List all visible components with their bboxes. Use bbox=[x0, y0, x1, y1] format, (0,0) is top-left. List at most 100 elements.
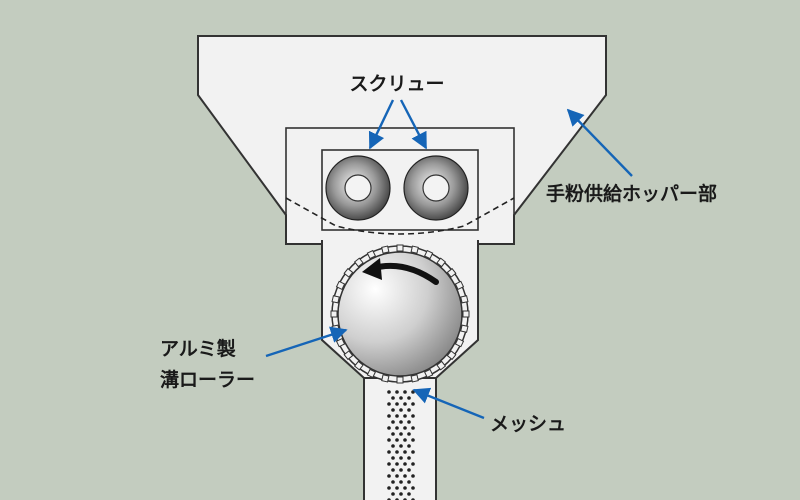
mesh-dot bbox=[399, 396, 403, 400]
roller-tooth bbox=[446, 267, 457, 278]
mesh-dot bbox=[399, 408, 403, 412]
mesh-dot bbox=[395, 450, 399, 454]
mesh-dot bbox=[407, 444, 411, 448]
mesh-dot bbox=[403, 474, 407, 478]
mesh-label: メッシュ bbox=[490, 413, 566, 435]
mesh-dot bbox=[395, 474, 399, 478]
mesh-dot bbox=[407, 432, 411, 436]
hopper-arrow bbox=[566, 108, 633, 177]
mesh-dot bbox=[399, 468, 403, 472]
mesh-dot bbox=[391, 420, 395, 424]
roller-tooth bbox=[331, 324, 340, 333]
mesh-dot bbox=[387, 462, 391, 466]
roller-tooth bbox=[396, 376, 404, 384]
mesh-dot bbox=[403, 450, 407, 454]
roller-tooth bbox=[366, 249, 377, 260]
mesh-dot bbox=[391, 408, 395, 412]
mesh-dot bbox=[395, 402, 399, 406]
mesh-dot bbox=[395, 438, 399, 442]
mesh-dot bbox=[407, 468, 411, 472]
roller-tooth bbox=[460, 295, 469, 304]
roller-tooth bbox=[366, 368, 377, 379]
roller-tooth bbox=[381, 374, 390, 383]
roller-tooth bbox=[436, 257, 447, 268]
screw-chamber bbox=[321, 149, 479, 231]
roller-arrow bbox=[265, 326, 348, 358]
mesh-dot bbox=[411, 438, 415, 442]
mesh-dot bbox=[407, 420, 411, 424]
roller-tooth bbox=[423, 249, 434, 260]
mesh-dot bbox=[391, 396, 395, 400]
mesh-dot bbox=[387, 402, 391, 406]
roller-tooth bbox=[410, 374, 419, 383]
mesh-dot bbox=[403, 438, 407, 442]
rotation-arrow bbox=[362, 258, 439, 285]
roller-tooth bbox=[330, 310, 338, 318]
mesh-dot bbox=[395, 462, 399, 466]
roller-tooth bbox=[460, 324, 469, 333]
mesh-dot bbox=[403, 402, 407, 406]
mesh-dot bbox=[391, 468, 395, 472]
mesh-dot bbox=[395, 390, 399, 394]
hopper-label: 手粉供給ホッパー部 bbox=[546, 182, 717, 205]
mesh-arrow bbox=[412, 387, 485, 420]
roller-tooth bbox=[423, 368, 434, 379]
material-boundary bbox=[285, 197, 515, 235]
mesh-dot bbox=[399, 432, 403, 436]
mesh-dot bbox=[411, 414, 415, 418]
roller-tooth bbox=[343, 350, 354, 361]
mesh-dot bbox=[411, 462, 415, 466]
roller-tooth bbox=[454, 337, 465, 348]
roller-tooth bbox=[381, 245, 390, 254]
roller-tooth bbox=[462, 310, 470, 318]
mesh-dot bbox=[399, 456, 403, 460]
mesh-dot bbox=[387, 474, 391, 478]
mesh-dot bbox=[387, 486, 391, 490]
mesh-dot bbox=[387, 450, 391, 454]
mesh-dot bbox=[399, 444, 403, 448]
mesh-dot bbox=[395, 486, 399, 490]
roller-tooth bbox=[335, 280, 346, 291]
roller-tooth bbox=[396, 244, 404, 252]
mesh-dot bbox=[399, 492, 403, 496]
grooved-roller bbox=[330, 244, 470, 384]
mesh-dot bbox=[387, 438, 391, 442]
mesh-dot bbox=[411, 474, 415, 478]
roller-label-line1: アルミ製 bbox=[160, 338, 236, 360]
mesh-dot bbox=[403, 486, 407, 490]
mesh-dot bbox=[407, 408, 411, 412]
roller-tooth bbox=[331, 295, 340, 304]
roller-tooth bbox=[410, 245, 419, 254]
screw-left bbox=[325, 155, 391, 221]
mesh-dot bbox=[407, 396, 411, 400]
mesh-dot bbox=[387, 414, 391, 418]
mesh-dot bbox=[411, 450, 415, 454]
mesh-dot bbox=[403, 390, 407, 394]
mesh-dot bbox=[391, 456, 395, 460]
mesh-dot bbox=[403, 414, 407, 418]
screw-arrow-right bbox=[399, 99, 428, 150]
mesh-dot bbox=[407, 492, 411, 496]
mesh-dot bbox=[391, 492, 395, 496]
mesh-dots bbox=[387, 390, 415, 500]
roller-tooth bbox=[353, 360, 364, 371]
mesh-dot bbox=[399, 420, 403, 424]
mesh-dot bbox=[411, 402, 415, 406]
screw-right bbox=[403, 155, 469, 221]
screw-label: スクリュー bbox=[349, 73, 444, 95]
roller-label-line2: 溝ローラー bbox=[160, 368, 255, 391]
mesh-dot bbox=[395, 426, 399, 430]
mesh-dot bbox=[387, 390, 391, 394]
roller-tooth bbox=[436, 360, 447, 371]
roller-tooth bbox=[353, 257, 364, 268]
mesh-dot bbox=[391, 432, 395, 436]
mesh-dot bbox=[391, 444, 395, 448]
mesh-dot bbox=[411, 486, 415, 490]
mesh-dot bbox=[399, 480, 403, 484]
roller-tooth bbox=[446, 350, 457, 361]
mesh-dot bbox=[403, 462, 407, 466]
mesh-dot bbox=[391, 480, 395, 484]
mesh-dot bbox=[407, 456, 411, 460]
